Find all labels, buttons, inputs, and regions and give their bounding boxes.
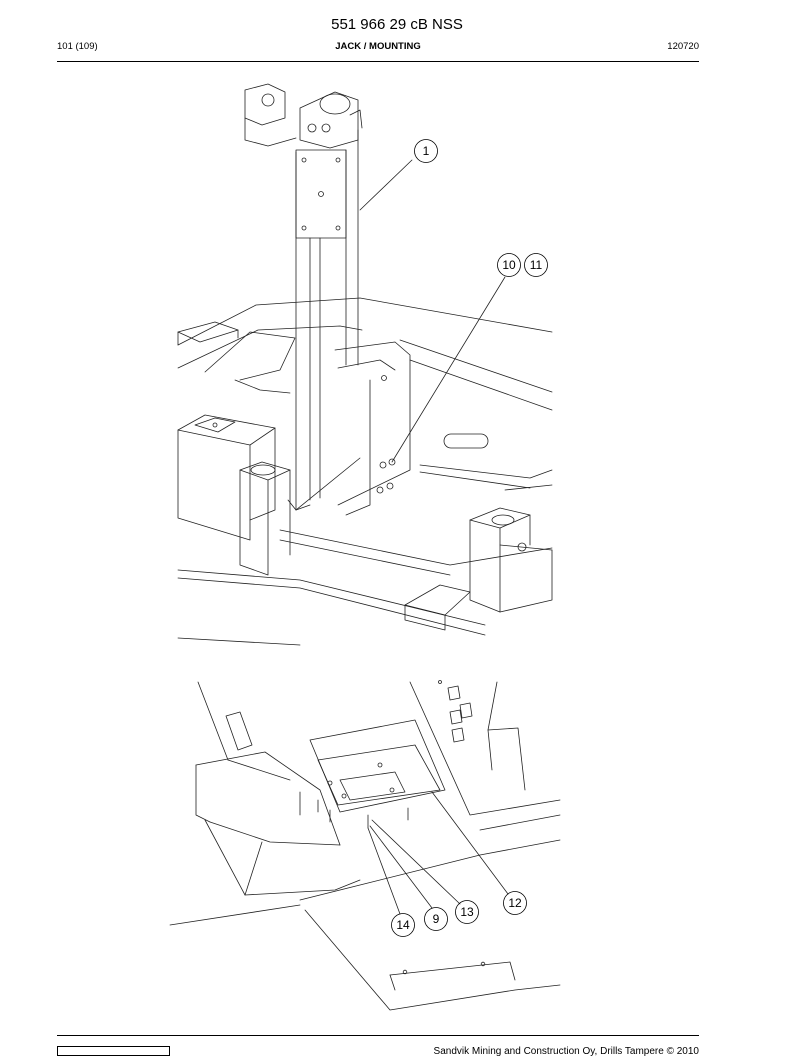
page-number: 101 (109) xyxy=(57,41,98,52)
header-row: 101 (109) JACK / MOUNTING 120720 xyxy=(57,41,699,55)
header-rule xyxy=(57,61,699,62)
company-logo xyxy=(57,1046,170,1056)
callout-12: 12 xyxy=(508,896,522,910)
footer-rule xyxy=(57,1035,699,1036)
document-date: 120720 xyxy=(667,41,699,52)
callout-9: 9 xyxy=(433,912,440,926)
callout-1: 1 xyxy=(423,144,430,158)
document-number: 551 966 29 cB NSS xyxy=(331,16,463,33)
jack-assembly-view xyxy=(177,83,553,646)
callout-11: 11 xyxy=(530,258,543,272)
mounting-detail-view xyxy=(169,680,561,1011)
callout-14: 14 xyxy=(396,918,410,932)
callout-13: 13 xyxy=(460,905,474,919)
footer-copyright: Sandvik Mining and Construction Oy, Dril… xyxy=(433,1046,699,1057)
section-title: JACK / MOUNTING xyxy=(335,41,421,52)
callout-10: 10 xyxy=(502,258,516,272)
